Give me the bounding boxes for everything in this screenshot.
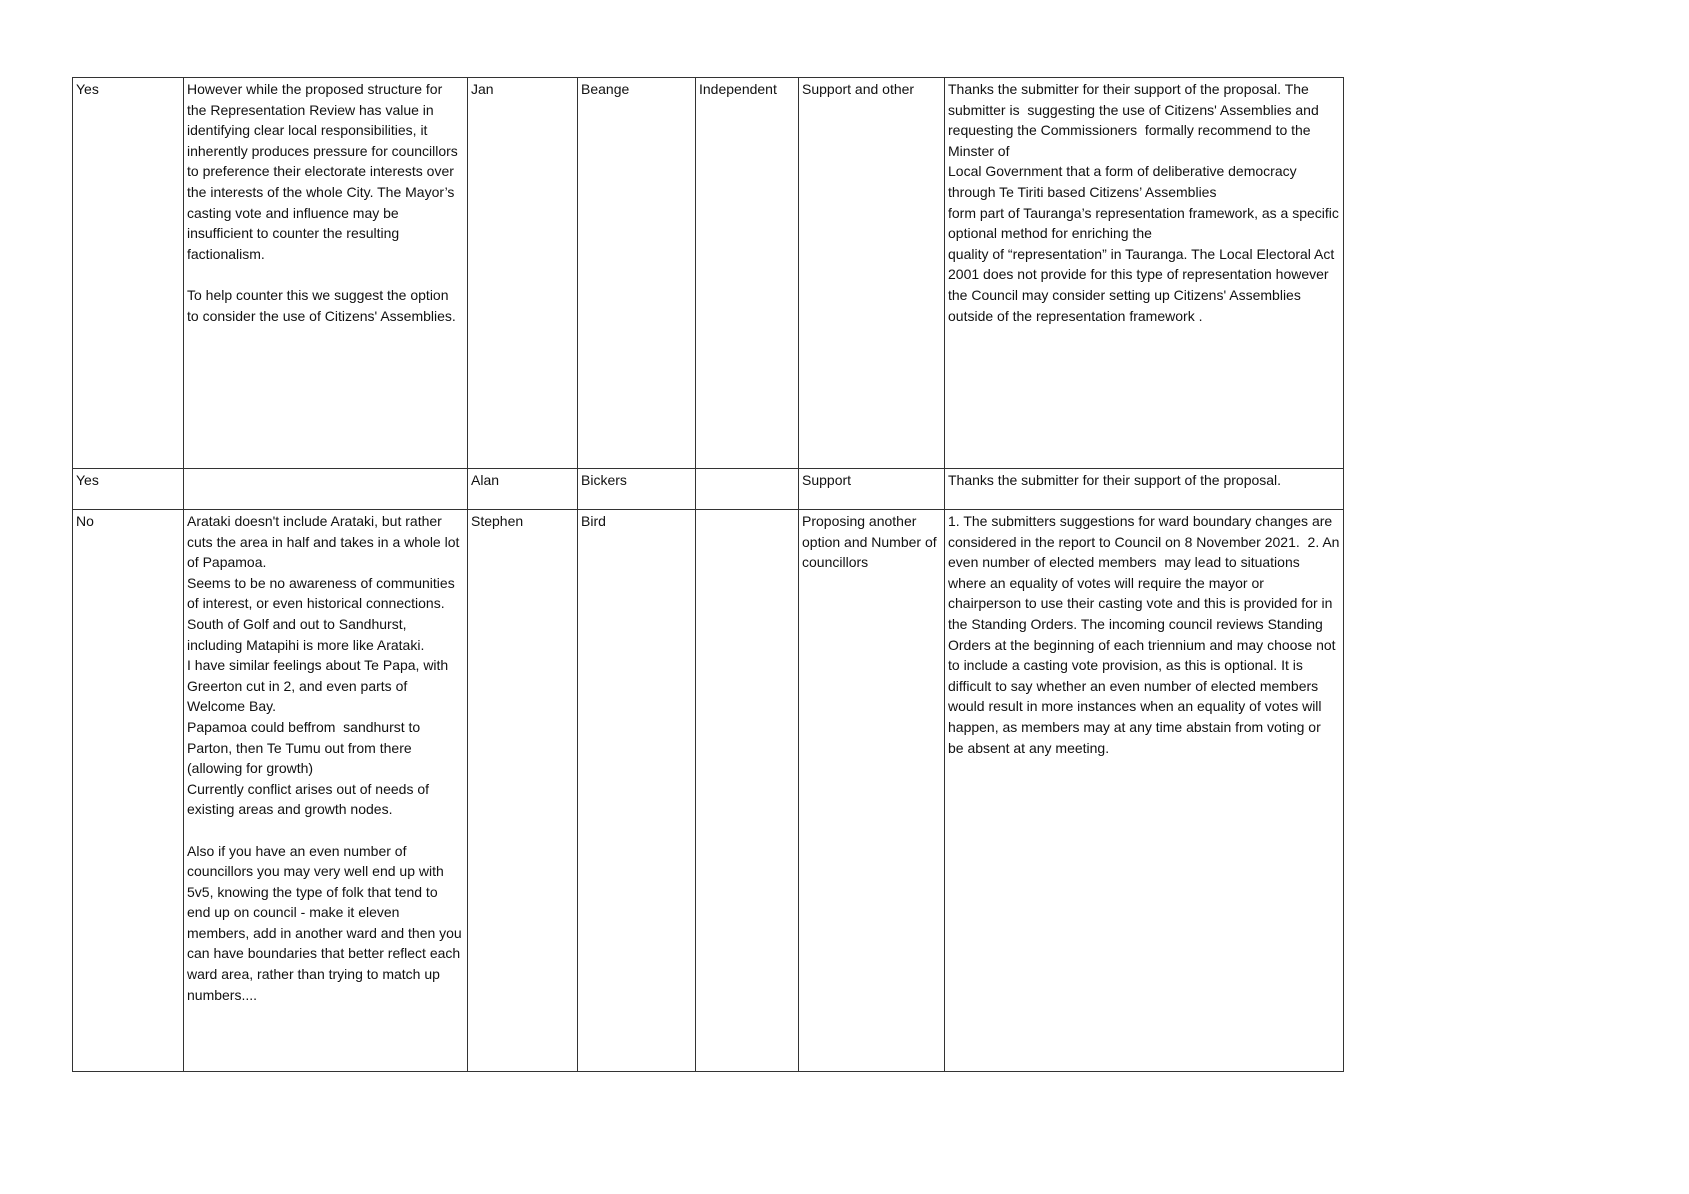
cell-last-name: Bird [577,509,696,1072]
cell-comment [183,468,468,510]
cell-answer: Yes [72,468,184,510]
cell-comment: Arataki doesn't include Arataki, but rat… [183,509,468,1072]
cell-last-name: Beange [577,77,696,469]
cell-response: 1. The submitters suggestions for ward b… [944,509,1344,1072]
cell-response: Thanks the submitter for their support o… [944,468,1344,510]
cell-response: Thanks the submitter for their support o… [944,77,1344,469]
cell-organisation [695,509,799,1072]
cell-first-name: Jan [467,77,578,469]
cell-position: Support and other [798,77,945,469]
cell-first-name: Alan [467,468,578,510]
cell-position: Support [798,468,945,510]
cell-organisation [695,468,799,510]
cell-first-name: Stephen [467,509,578,1072]
cell-last-name: Bickers [577,468,696,510]
cell-comment: However while the proposed structure for… [183,77,468,469]
cell-answer: No [72,509,184,1072]
cell-position: Proposing another option and Number of c… [798,509,945,1072]
cell-answer: Yes [72,77,184,469]
cell-organisation: Independent [695,77,799,469]
